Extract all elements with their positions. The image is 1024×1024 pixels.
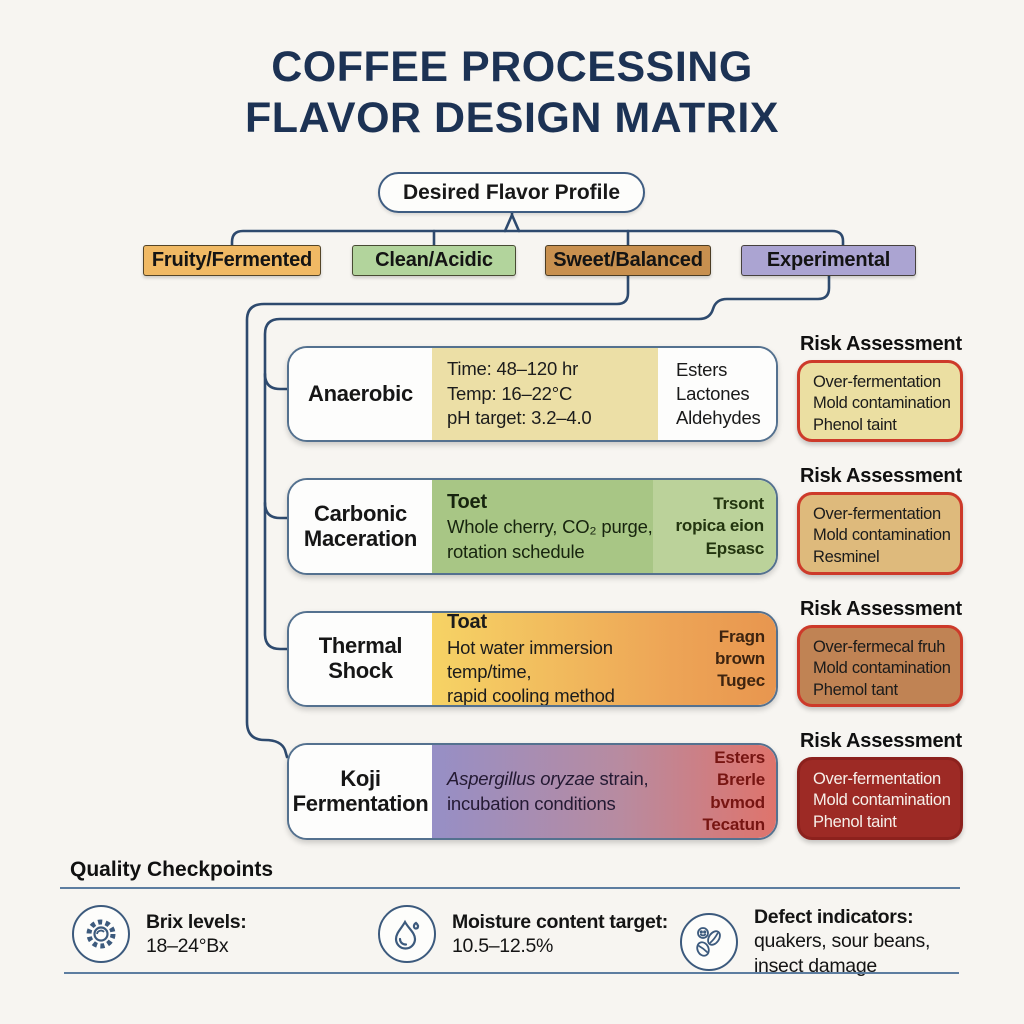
process-parameters: Aspergillus oryzae strain, incubation co…: [432, 745, 658, 838]
process-outcomes: Fragn brown Tugec: [702, 613, 776, 705]
process-name: Koji Fermentation: [289, 745, 432, 838]
risk-line: Mold contamination: [813, 394, 951, 413]
param-title: Toat: [447, 611, 487, 634]
category-label: Experimental: [766, 249, 891, 271]
risk-box-thermal-shock: Over-fermecal fruh Mold contamination Ph…: [797, 625, 963, 707]
process-gradient-section: Aspergillus oryzae strain, incubation co…: [432, 745, 776, 838]
desired-flavor-profile-node: Desired Flavor Profile: [378, 172, 645, 213]
process-row-carbonic-maceration: Carbonic Maceration Toet Whole cherry, C…: [287, 478, 778, 575]
droplet-icon: [378, 905, 436, 963]
process-gradient-section: Toat Hot water immersion temp/time, rapi…: [432, 613, 776, 705]
risk-line: Over-fermentation: [813, 373, 941, 391]
species-suffix: strain,: [594, 768, 649, 790]
process-parameters: Toet Whole cherry, CO₂ purge, rotation s…: [432, 480, 653, 573]
outcome-line: Aldehydes: [676, 407, 761, 429]
checkpoint-label: Moisture content target:: [452, 910, 668, 933]
category-experimental: Experimental: [741, 245, 916, 276]
param-line: incubation conditions: [447, 792, 616, 814]
process-parameters: Time: 48–120 hr Temp: 16–22°C pH target:…: [432, 348, 658, 440]
outcome-line: Fragn: [718, 626, 765, 646]
param-line: pH target: 3.2–4.0: [447, 407, 592, 429]
risk-line: Mold contamination: [813, 526, 951, 545]
checkpoint-text: Moisture content target: 10.5–12.5%: [452, 910, 668, 959]
category-sweet-balanced: Sweet/Balanced: [545, 245, 711, 276]
param-line: Hot water immersion temp/time,: [447, 636, 613, 682]
risk-line: Resminel: [813, 547, 880, 566]
risk-line: Over-fermentation: [813, 770, 941, 788]
category-label: Fruity/Fermented: [151, 249, 313, 271]
process-parameters: Toat Hot water immersion temp/time, rapi…: [432, 613, 702, 705]
process-row-thermal-shock: Thermal Shock Toat Hot water immersion t…: [287, 611, 778, 707]
outcome-line: Tugec: [717, 671, 765, 691]
checkpoint-label: Brix levels:: [146, 910, 247, 933]
risk-assessment-heading: Risk Assessment: [800, 598, 962, 620]
risk-line: Phemol tant: [813, 680, 898, 699]
param-title: Toet: [447, 490, 487, 513]
outcome-line: Lactones: [676, 382, 750, 404]
risk-line: Over-fermecal fruh: [813, 638, 946, 656]
risk-assessment-heading: Risk Assessment: [800, 465, 962, 487]
outcome-line: Epsasc: [705, 538, 765, 558]
param-line: Aspergillus oryzae strain,: [447, 767, 658, 791]
param-line: Time: 48–120 hr: [447, 358, 579, 380]
checkpoint-value: quakers, sour beans,: [754, 930, 931, 953]
outcome-line: Trsont: [713, 494, 764, 514]
outcome-line: ropica eion: [675, 516, 765, 536]
risk-assessment-heading: Risk Assessment: [800, 333, 962, 355]
process-outcomes: Trsont ropica eion Epsasc: [653, 480, 776, 573]
risk-box-anaerobic: Over-fermentation Mold contamination Phe…: [797, 360, 963, 442]
outcome-line: Esters: [676, 358, 728, 380]
process-row-koji-fermentation: Koji Fermentation Aspergillus oryzae str…: [287, 743, 778, 840]
outcome-line: Tecatun: [702, 814, 765, 834]
risk-line: Mold contamination: [813, 791, 951, 810]
risk-line: Phenol taint: [813, 812, 897, 831]
risk-box-carbonic-maceration: Over-fermentation Mold contamination Res…: [797, 492, 963, 575]
param-line: rapid cooling method: [447, 685, 615, 707]
checkpoint-text: Brix levels: 18–24°Bx: [146, 910, 247, 959]
process-outcomes: Esters Brerle bvmod Tecatun: [658, 745, 776, 838]
category-label: Sweet/Balanced: [553, 249, 703, 271]
param-line: Temp: 16–22°C: [447, 382, 573, 404]
param-line: Whole cherry, CO₂ purge,: [447, 516, 653, 538]
param-line: rotation schedule: [447, 540, 585, 562]
checkpoint-defects: Defect indicators: quakers, sour beans, …: [680, 905, 930, 978]
outcome-line: Esters: [714, 748, 765, 768]
category-clean-acidic: Clean/Acidic: [352, 245, 516, 276]
quality-checkpoints-heading: Quality Checkpoints: [70, 858, 274, 881]
checkpoint-label: Defect indicators:: [754, 906, 914, 928]
process-name: Thermal Shock: [289, 613, 432, 705]
checkpoint-value2: insect damage: [754, 954, 877, 977]
process-outcomes: Esters Lactones Aldehydes: [658, 348, 776, 440]
checkpoint-text: Defect indicators: quakers, sour beans, …: [754, 905, 930, 978]
category-fruity-fermented: Fruity/Fermented: [143, 245, 321, 276]
outcome-line: brown: [715, 648, 765, 668]
gear-icon: [72, 905, 130, 963]
divider-line: [60, 887, 960, 889]
diagram-title-line2: FLAVOR DESIGN MATRIX: [245, 93, 779, 142]
process-row-anaerobic: Anaerobic Time: 48–120 hr Temp: 16–22°C …: [287, 346, 778, 442]
checkpoint-moisture: Moisture content target: 10.5–12.5%: [378, 905, 668, 963]
species-name: Aspergillus oryzae: [447, 768, 595, 790]
desired-flavor-profile-label: Desired Flavor Profile: [402, 180, 621, 204]
checkpoint-value: 10.5–12.5%: [452, 935, 554, 957]
risk-assessment-heading: Risk Assessment: [800, 730, 962, 752]
outcome-line: Brerle bvmod: [710, 770, 765, 812]
risk-line: Phenol taint: [813, 415, 897, 434]
process-name: Anaerobic: [289, 348, 432, 440]
category-label: Clean/Acidic: [375, 249, 493, 271]
diagram-title-line1: COFFEE PROCESSING: [271, 43, 753, 91]
risk-line: Over-fermentation: [813, 505, 941, 523]
beans-icon: [680, 912, 738, 971]
checkpoint-value: 18–24°Bx: [146, 935, 229, 957]
diagram-title: COFFEE PROCESSING FLAVOR DESIGN MATRIX: [0, 42, 1024, 143]
bottom-divider-line: [64, 972, 959, 974]
checkpoint-brix: Brix levels: 18–24°Bx: [72, 905, 247, 963]
risk-line: Mold contamination: [813, 659, 951, 678]
risk-box-koji-fermentation: Over-fermentation Mold contamination Phe…: [797, 757, 963, 840]
process-name: Carbonic Maceration: [289, 480, 432, 573]
